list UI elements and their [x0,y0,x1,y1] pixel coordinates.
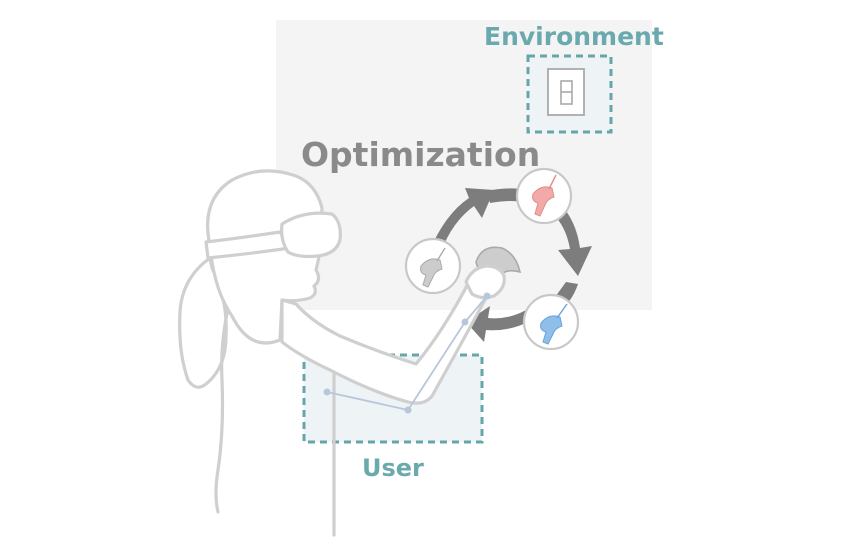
optimization-label: Optimization [301,135,540,174]
user-figure [178,169,522,537]
cycle-arrow-2 [487,188,592,276]
skeleton-joint-elbow [404,406,412,414]
user-label: User [362,454,424,482]
vr-headset [280,211,342,259]
environment-label: Environment [484,22,664,51]
controller-blue-circle [522,293,580,351]
arm-skeleton [323,292,491,414]
controller-gray-icon [420,247,446,288]
controller-red-circle [515,167,573,225]
environment-box [526,54,613,134]
controller-red-icon [532,174,557,217]
controller-blue-icon [540,303,568,345]
skeleton-joint-wrist [461,318,469,326]
cycle-arrow-4 [466,306,532,342]
cycle-arrow-1 [429,188,494,252]
body-outline [214,298,232,514]
head [206,169,324,345]
controller-gray-circle [404,237,462,295]
skeleton-joint-hand [483,292,491,300]
light-switch-icon [547,68,585,116]
skeleton-joint-shoulder [323,388,331,396]
